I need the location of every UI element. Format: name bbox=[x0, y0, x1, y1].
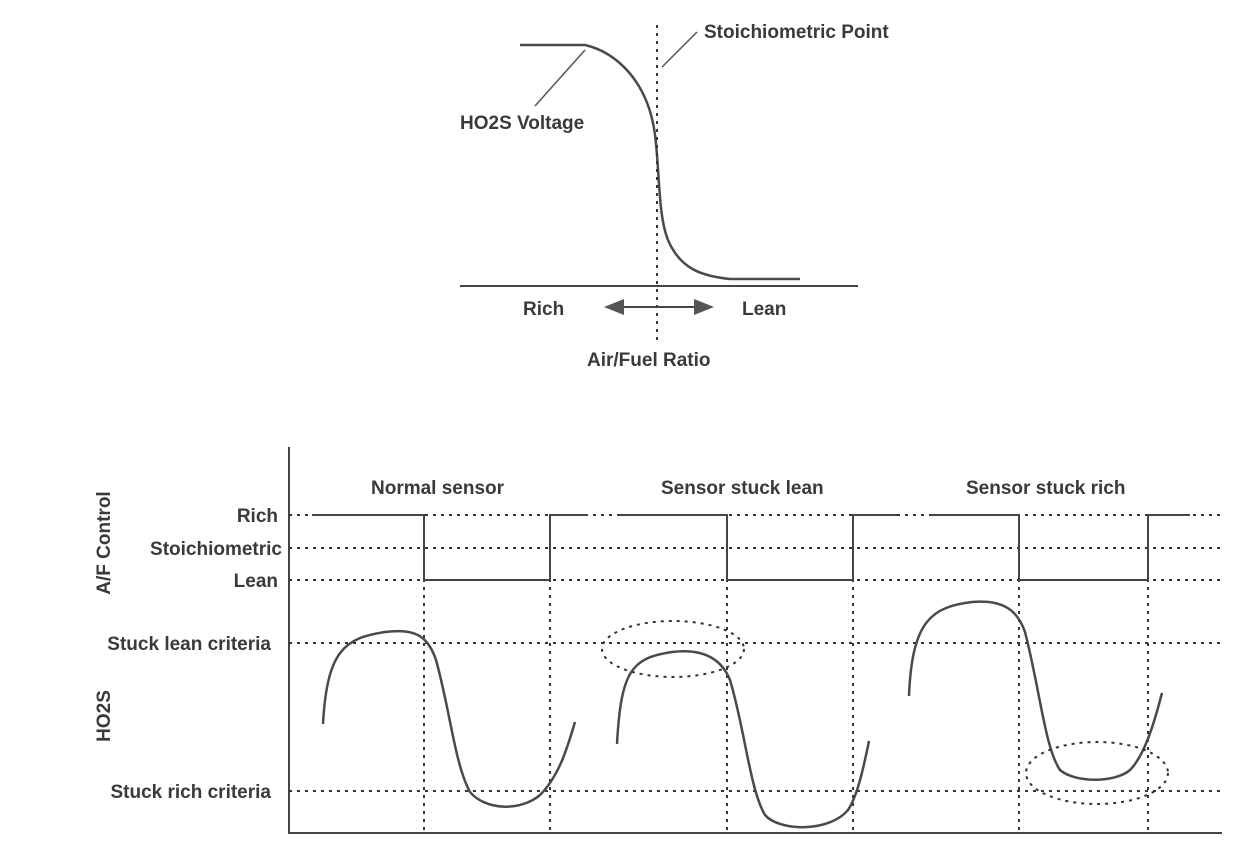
ho2s-curve-stuck-lean bbox=[615, 649, 871, 829]
ho2s-voltage-leader bbox=[534, 49, 586, 107]
stuck-lean-highlight bbox=[601, 620, 745, 678]
panel-title-normal: Normal sensor bbox=[371, 478, 505, 499]
stuck-lean-criteria-label: Stuck lean criteria bbox=[107, 634, 271, 655]
af-control-axis-title: A/F Control bbox=[94, 491, 115, 594]
level-lean-label: Lean bbox=[234, 571, 278, 592]
air-fuel-ratio-label: Air/Fuel Ratio bbox=[587, 350, 711, 371]
level-rich-label: Rich bbox=[237, 506, 278, 527]
ho2s-voltage-curve bbox=[520, 43, 800, 281]
stoich-leader bbox=[661, 31, 698, 68]
ho2s-curve-normal bbox=[321, 629, 577, 808]
panel-title-stuck-lean: Sensor stuck lean bbox=[661, 478, 824, 499]
ho2s-curve-stuck-rich bbox=[907, 600, 1164, 781]
stoich-point-label: Stoichiometric Point bbox=[704, 22, 889, 43]
af-wave-normal bbox=[312, 514, 588, 581]
af-wave-stuck-lean bbox=[617, 514, 897, 581]
rich-label: Rich bbox=[523, 299, 564, 320]
stuck-rich-criteria-label: Stuck rich criteria bbox=[110, 782, 271, 803]
lean-label: Lean bbox=[742, 299, 786, 320]
ho2s-voltage-label: HO2S Voltage bbox=[460, 113, 584, 134]
bottom-diagram: Normal sensor Sensor stuck lean Sensor s… bbox=[94, 447, 1225, 834]
rich-lean-arrow bbox=[604, 299, 714, 315]
panel-title-stuck-rich: Sensor stuck rich bbox=[966, 478, 1125, 499]
level-stoich-label: Stoichiometric bbox=[150, 539, 282, 560]
top-diagram: HO2S Voltage Stoichiometric Point Rich L… bbox=[460, 22, 889, 371]
stuck-rich-highlight bbox=[1025, 741, 1169, 805]
af-wave-stuck-rich bbox=[930, 514, 1190, 581]
ho2s-axis-title: HO2S bbox=[94, 690, 115, 742]
